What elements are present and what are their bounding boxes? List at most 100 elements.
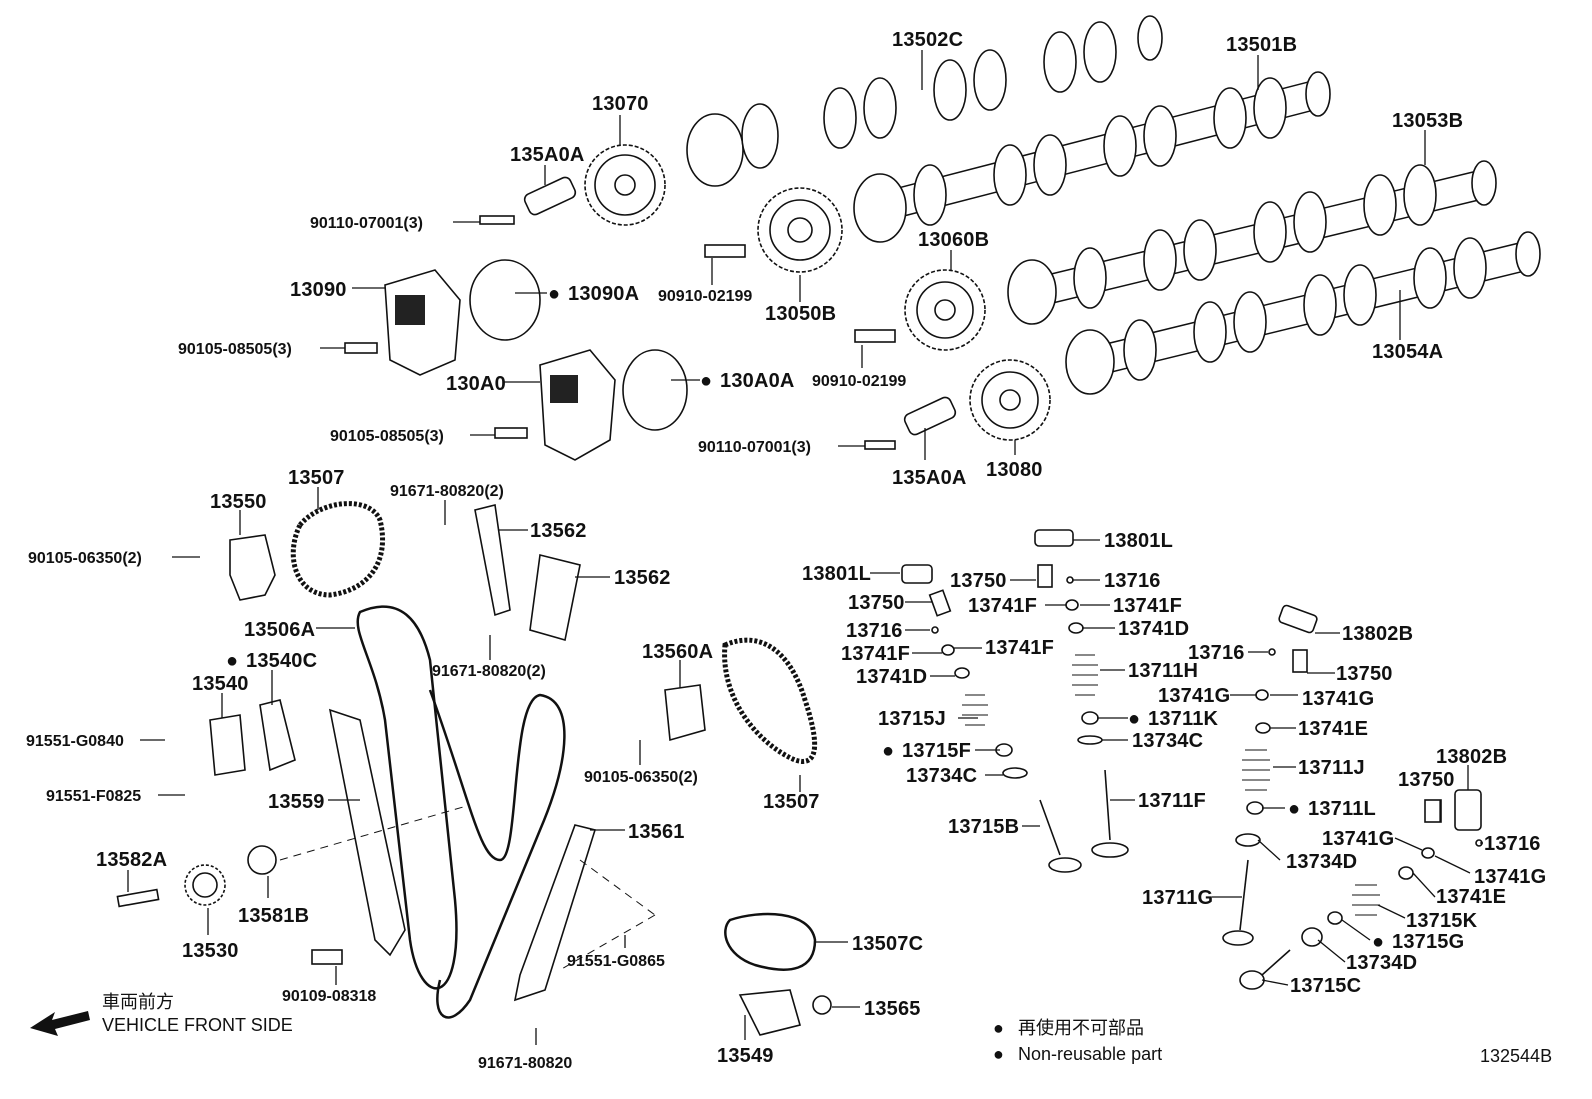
label-135A0A-mid: 135A0A: [892, 467, 967, 489]
label-13715G: 13715G: [1392, 931, 1464, 953]
part-13565: [812, 995, 832, 1015]
label-91671-80820-b: 91671-80820(2): [432, 663, 546, 680]
spring-13711H: [1072, 654, 1098, 696]
label-13715B: 13715B: [948, 816, 1019, 838]
label-13715K: 13715K: [1406, 910, 1478, 932]
label-13750-a: 13750: [950, 570, 1007, 592]
camshaft-13501B: [853, 71, 1331, 243]
valve-13715C: [1239, 949, 1291, 990]
camshaft-13502C: [686, 15, 1163, 187]
label-13801L-b: 13801L: [802, 563, 871, 585]
label-90110-07001-mid: 90110-07001(3): [698, 439, 811, 456]
tensioner-13550: [229, 534, 276, 601]
label-13582A: 13582A: [96, 849, 167, 871]
bushing-13581B: [247, 845, 277, 875]
bolt-90110-top: [479, 215, 515, 225]
label-13741D-a: 13741D: [1118, 618, 1189, 640]
cam-timing-gear-13070: [584, 144, 666, 226]
label-91671-80820-a: 91671-80820(2): [390, 483, 504, 500]
vvt-solenoid-135A0A-mid: [903, 396, 957, 436]
label-13054A: 13054A: [1372, 341, 1443, 363]
nonreusable-mark-130A0A: ●: [700, 370, 712, 392]
bolt-90910-mid: [854, 329, 896, 343]
label-13715F: 13715F: [902, 740, 971, 762]
label-13741F-c: 13741F: [841, 643, 910, 665]
label-13565: 13565: [864, 998, 921, 1020]
label-13741E-b: 13741E: [1436, 886, 1506, 908]
bolt-90110-mid: [864, 440, 896, 450]
label-13802B-b: 13802B: [1436, 746, 1507, 768]
label-13080: 13080: [986, 459, 1043, 481]
label-91551-F0825: 91551-F0825: [46, 788, 141, 805]
nonreusable-mark-13090A: ●: [548, 283, 560, 305]
figure-id: 132544B: [1480, 1046, 1552, 1066]
label-13501B: 13501B: [1226, 34, 1297, 56]
chain-13507-b: [722, 637, 817, 764]
legend-en: Non-reusable part: [1018, 1044, 1162, 1064]
oring-13090A: [469, 259, 541, 341]
vehicle-front-arrow-icon: [30, 1011, 90, 1036]
cam-timing-gear-13080: [969, 359, 1051, 441]
nonreusable-mark-13711L: ●: [1288, 798, 1300, 820]
label-13711K: 13711K: [1148, 708, 1219, 730]
label-13053B: 13053B: [1392, 110, 1463, 132]
label-13711L: 13711L: [1308, 798, 1376, 820]
valve-13711G: [1222, 859, 1254, 946]
chain-13507C: [724, 912, 817, 971]
oring-130A0A: [622, 349, 688, 431]
rocker-13802B-a: [1278, 604, 1318, 634]
label-13801L-a: 13801L: [1104, 530, 1173, 552]
label-13507-top: 13507: [288, 467, 345, 489]
legend-bullet-icon-jp: ●: [993, 1018, 1004, 1038]
label-13561: 13561: [628, 821, 685, 843]
cam-timing-gear-13060B: [904, 269, 986, 351]
label-13050B: 13050B: [765, 303, 836, 325]
nonreusable-mark-13540C: ●: [226, 650, 238, 672]
lifter-13750-a: [1037, 564, 1053, 588]
label-130A0A: 130A0A: [720, 370, 795, 392]
label-13506A: 13506A: [244, 619, 315, 641]
direction-en: VEHICLE FRONT SIDE: [102, 1015, 293, 1035]
label-90105-06350-c: 90105-06350(2): [28, 550, 142, 567]
label-13090: 13090: [290, 279, 347, 301]
valve-13715B: [1039, 799, 1082, 873]
cover-130A0: [539, 349, 616, 461]
gasket-13540C: [259, 699, 296, 772]
label-13741G-b: 13741G: [1302, 688, 1374, 710]
label-13502C: 13502C: [892, 29, 963, 51]
bolt-90105-a: [344, 342, 378, 354]
tensioner-13560A: [664, 684, 706, 742]
label-13715J: 13715J: [878, 708, 946, 730]
guide-13561: [513, 824, 597, 1002]
legend-bullet-icon-en: ●: [993, 1044, 1004, 1064]
label-13741D-b: 13741D: [856, 666, 927, 688]
chain-13507-top: [290, 501, 386, 598]
label-13060B: 13060B: [918, 229, 989, 251]
bolt-90105-b: [494, 427, 528, 439]
damper-13549: [738, 989, 801, 1036]
label-13507C: 13507C: [852, 933, 923, 955]
label-13070: 13070: [592, 93, 649, 115]
label-13715C: 13715C: [1290, 975, 1361, 997]
label-13750-b: 13750: [848, 592, 905, 614]
spring-13715J: [962, 694, 988, 726]
bolt-90910-top: [704, 244, 746, 258]
rocker-13801L-b: [901, 564, 933, 584]
label-90910-02199-mid: 90910-02199: [812, 373, 906, 390]
label-90105-08505-a: 90105-08505(3): [178, 341, 292, 358]
label-13562-b: 13562: [614, 567, 671, 589]
label-13734D-a: 13734D: [1286, 851, 1357, 873]
spring-13711J: [1242, 749, 1270, 791]
label-13741F-d: 13741F: [985, 637, 1054, 659]
vvt-solenoid-135A0A-top: [523, 176, 577, 216]
label-13550: 13550: [210, 491, 267, 513]
label-90105-06350-d: 90105-06350(2): [584, 769, 698, 786]
rocker-13801L-a: [1034, 529, 1074, 547]
label-90109-08318: 90109-08318: [282, 988, 376, 1005]
label-13734C-b: 13734C: [906, 765, 977, 787]
label-90105-08505-b: 90105-08505(3): [330, 428, 444, 445]
label-13741G-a: 13741G: [1158, 685, 1230, 707]
label-13750-c: 13750: [1336, 663, 1393, 685]
camshaft-13054A: [1065, 231, 1541, 395]
